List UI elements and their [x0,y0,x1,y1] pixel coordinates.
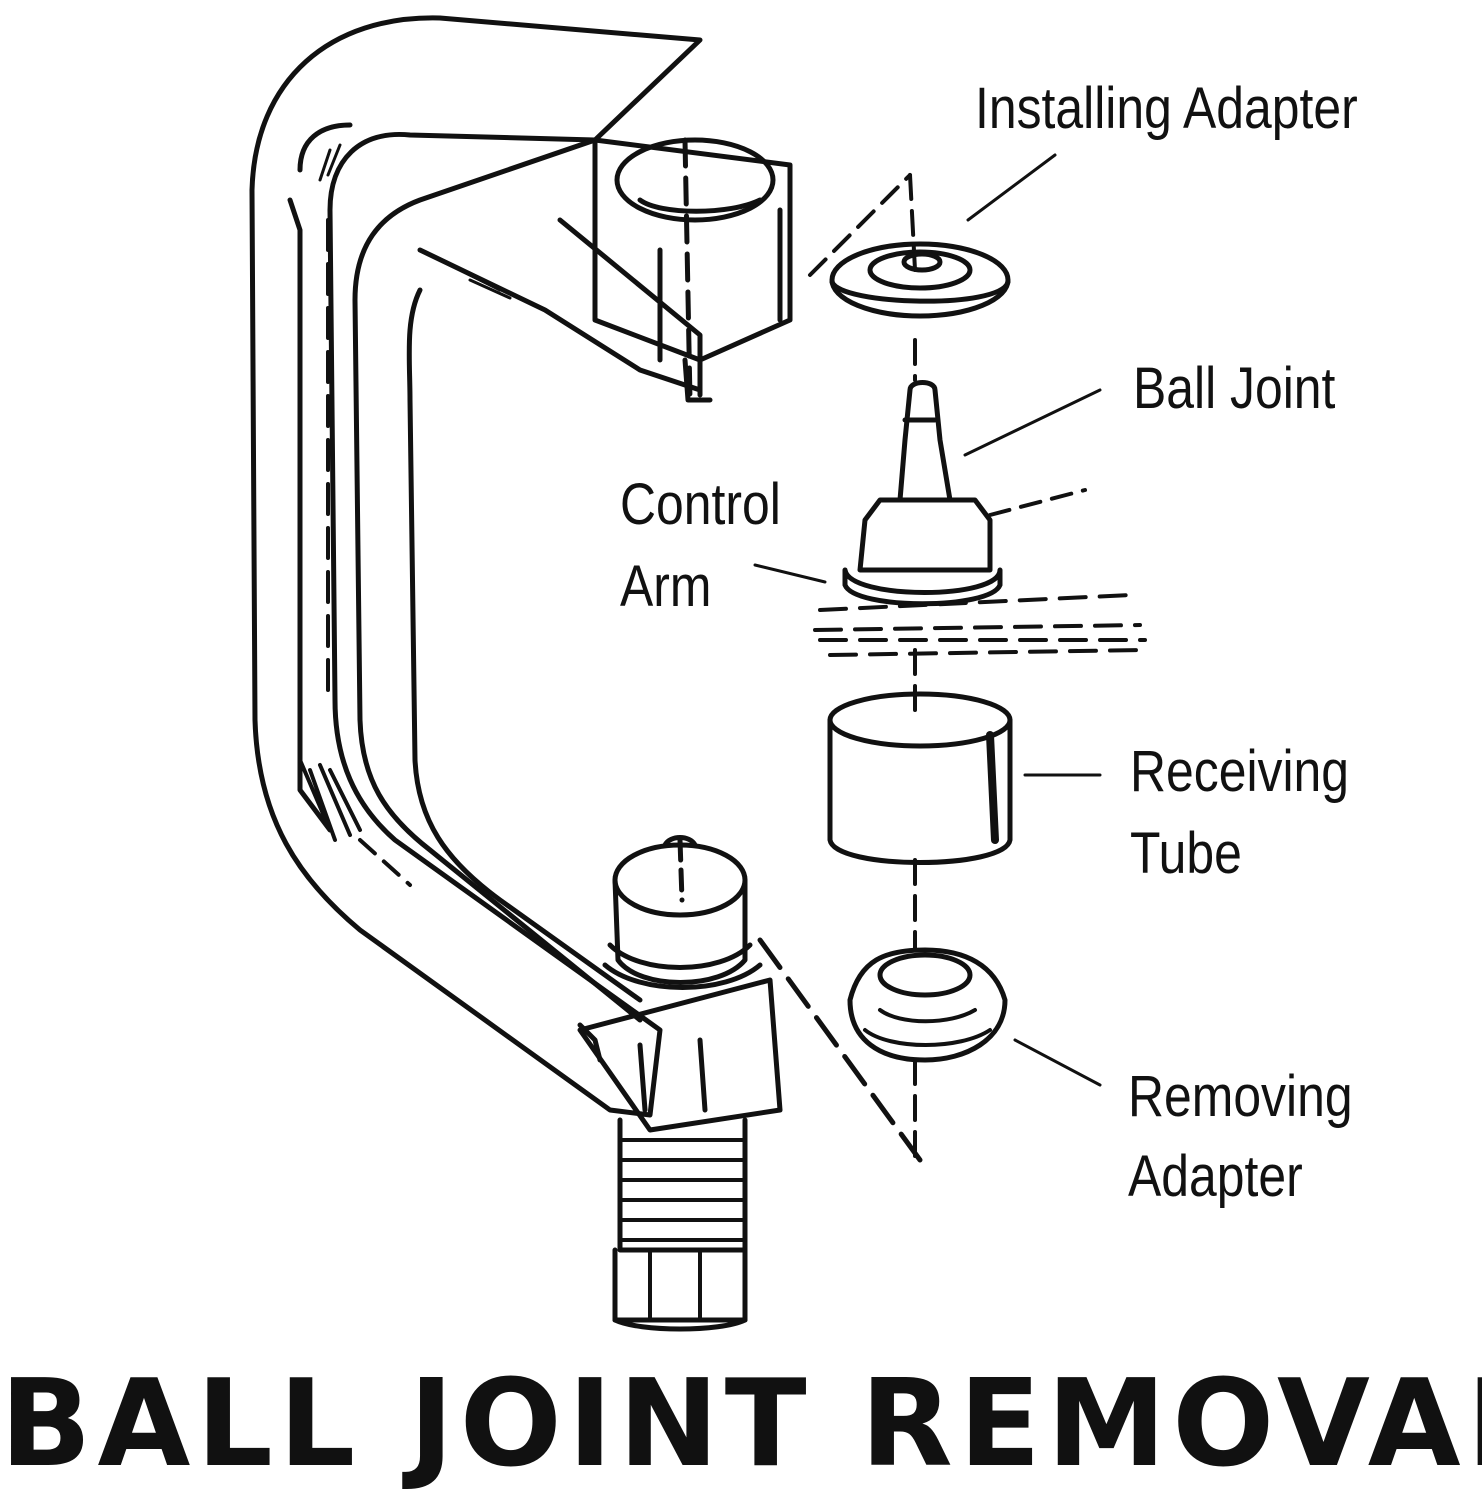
removing-adapter-part [847,947,1008,1063]
label-control-arm-line1: Control [620,472,781,537]
frame-bottom-head [577,835,923,1163]
label-installing-adapter: Installing Adapter [975,76,1358,141]
label-receiving-tube-line1: Receiving [1130,739,1350,804]
label-control-arm-line2: Arm [620,554,712,619]
receiving-tube-part [827,691,1013,865]
c-clamp-drawing [249,15,1147,1332]
control-arm-part [813,593,1147,657]
centerline [908,173,917,1162]
leader-lines [753,153,1102,1087]
page-title: BALL JOINT REMOVAL [0,1355,1482,1494]
label-removing-adapter-line2: Adapter [1128,1144,1303,1209]
frame-top-head [592,137,793,403]
threaded-screw [612,1117,748,1332]
c-frame [249,15,703,1118]
installing-adapter-part [829,241,1011,319]
label-removing-adapter-line1: Removing [1128,1064,1353,1129]
label-receiving-tube-line2: Tube [1130,821,1242,886]
label-ball-joint: Ball Joint [1133,356,1336,421]
ball-joint-part [842,380,1087,607]
